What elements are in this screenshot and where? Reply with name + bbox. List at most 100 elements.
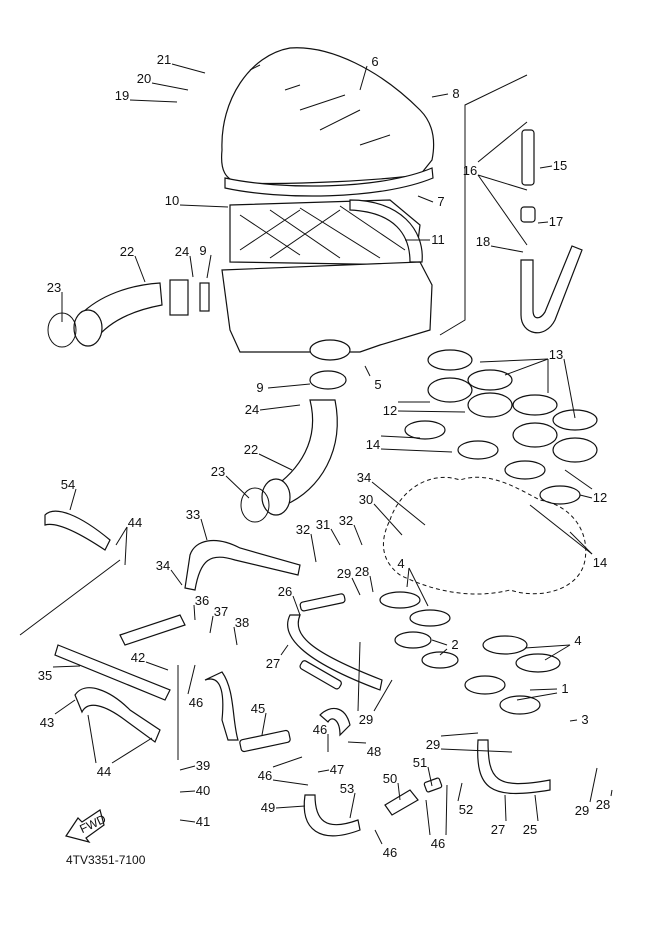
callout-35: 35 xyxy=(38,665,81,683)
callout-number: 26 xyxy=(278,584,292,599)
leader-line xyxy=(151,82,189,91)
callout-34: 34 xyxy=(357,470,426,526)
callout-21: 21 xyxy=(157,52,206,74)
leader-line xyxy=(371,481,426,526)
callout-number: 32 xyxy=(296,522,310,537)
callout-number: 25 xyxy=(523,822,537,837)
leader-line xyxy=(589,767,598,803)
callout-number: 38 xyxy=(235,615,249,630)
leader-line xyxy=(272,756,303,768)
callout-46: 46 xyxy=(187,664,203,710)
leader-line xyxy=(425,799,431,836)
callout-29: 29 xyxy=(575,767,598,818)
callout-number: 29 xyxy=(575,803,589,818)
air-filter-element xyxy=(229,199,423,266)
leader-line xyxy=(124,526,128,566)
callout-30: 30 xyxy=(359,492,403,536)
callout-number: 40 xyxy=(196,783,210,798)
leader-line xyxy=(145,661,169,671)
callout-51: 51 xyxy=(413,755,433,787)
leader-line xyxy=(206,254,212,279)
callout-36: 36 xyxy=(193,593,209,621)
leader-line xyxy=(171,63,206,74)
callout-43: 43 xyxy=(40,699,76,730)
callout-number: 22 xyxy=(244,442,258,457)
callout-49: 49 xyxy=(261,800,306,815)
callout-number: 34 xyxy=(357,470,371,485)
callout-number: 32 xyxy=(339,513,353,528)
callout-28: 28 xyxy=(596,789,613,812)
leader-line xyxy=(431,639,448,646)
callout-50: 50 xyxy=(383,771,401,801)
callout-28: 28 xyxy=(355,564,374,593)
callout-48: 48 xyxy=(347,741,381,759)
callout-46: 46 xyxy=(258,756,309,786)
leader-line xyxy=(397,782,401,801)
leader-line xyxy=(111,737,153,764)
leader-line xyxy=(129,99,178,103)
callout-number: 24 xyxy=(175,244,189,259)
callout-7: 7 xyxy=(417,194,445,209)
leader-line xyxy=(292,595,301,616)
callout-4: 4 xyxy=(397,556,429,607)
callout-3: 3 xyxy=(569,712,589,727)
leader-line xyxy=(479,358,549,363)
callout-number: 11 xyxy=(431,232,445,247)
leader-line xyxy=(179,819,196,823)
callout-number: 28 xyxy=(596,797,610,812)
callout-24: 24 xyxy=(245,402,301,417)
callout-number: 48 xyxy=(367,744,381,759)
leader-line xyxy=(347,741,367,744)
leader-line xyxy=(353,524,363,546)
callout-31: 31 xyxy=(316,517,341,546)
leader-line xyxy=(457,782,463,802)
callout-32: 32 xyxy=(339,513,363,546)
leader-line xyxy=(259,404,301,411)
leader-line xyxy=(569,531,593,555)
air-box-lid xyxy=(220,47,435,197)
callout-39: 39 xyxy=(179,758,210,773)
callout-number: 43 xyxy=(40,715,54,730)
leader-line xyxy=(504,794,507,822)
callout-45: 45 xyxy=(251,701,267,736)
callout-10: 10 xyxy=(165,193,229,208)
leader-line xyxy=(374,829,383,845)
callout-number: 41 xyxy=(196,814,210,829)
callout-23: 23 xyxy=(47,280,63,322)
callout-44: 44 xyxy=(87,714,153,779)
leader-line xyxy=(380,448,453,453)
callout-number: 44 xyxy=(128,515,142,530)
callout-number: 10 xyxy=(165,193,179,208)
callout-number: 20 xyxy=(137,71,151,86)
leader-line xyxy=(225,475,250,499)
callout-number: 16 xyxy=(463,163,477,178)
leader-line xyxy=(516,692,558,701)
callout-13: 13 xyxy=(479,347,576,419)
leader-line xyxy=(529,504,593,555)
leader-line xyxy=(170,569,183,586)
leader-line xyxy=(189,255,194,278)
callout-number: 31 xyxy=(316,517,330,532)
leader-line xyxy=(440,748,513,753)
callout-number: 4 xyxy=(574,633,581,648)
callout-25: 25 xyxy=(523,794,539,837)
callout-29: 29 xyxy=(357,641,393,727)
callout-9: 9 xyxy=(256,380,311,395)
callout-number: 2 xyxy=(451,637,458,652)
callout-26: 26 xyxy=(278,584,301,616)
leader-line xyxy=(490,245,524,253)
leader-line xyxy=(564,469,593,490)
callout-29: 29 xyxy=(426,732,513,753)
leader-line xyxy=(317,769,330,773)
callout-number: 7 xyxy=(437,194,444,209)
fwd-arrow-icon: FWD xyxy=(65,809,108,844)
leader-line xyxy=(534,794,539,822)
callout-number: 36 xyxy=(195,593,209,608)
air-box-case xyxy=(221,261,433,390)
callout-number: 49 xyxy=(261,800,275,815)
callout-number: 54 xyxy=(61,477,75,492)
leader-line xyxy=(408,567,429,607)
callout-19: 19 xyxy=(115,88,178,103)
leader-line xyxy=(373,679,393,712)
